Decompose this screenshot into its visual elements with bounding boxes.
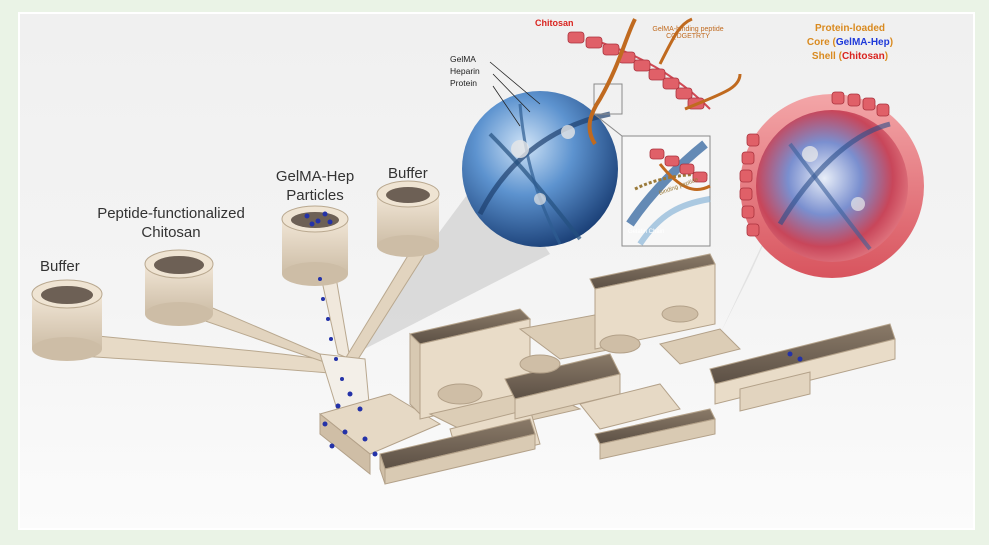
label-chitosan-inlet: Peptide-functionalized Chitosan [97,205,245,241]
peptide-binding-inset [621,135,711,247]
peptide-name: GelMA-binding peptide [652,26,724,33]
label-protein: Protein [450,78,477,88]
core-name: GelMA-Hep [835,37,890,48]
label-peptide: GelMA-binding peptide CQDGETRTY [638,26,738,40]
label-buffer-right: Buffer [388,165,428,182]
label-heparin: Heparin [450,66,480,76]
legend-shell: Shell (Chitosan) [790,50,910,64]
reservoir-buffer-left [31,279,103,361]
inlet-channels [79,243,429,420]
shell-name: Chitosan [841,51,885,62]
legend-core-shell: Protein-loaded Core (GelMA-Hep) Shell (C… [790,22,910,64]
reservoir-buffer-right [376,180,440,257]
label-buffer-left: Buffer [40,258,80,275]
reservoir-gelma-hep [281,205,349,286]
legend-core: Core (GelMA-Hep) [790,36,910,50]
gelma-hep-particles [304,211,803,457]
core-sphere [462,91,618,247]
microfluidic-diagram [31,17,924,485]
shell-prefix: Shell ( [811,51,842,62]
label-chitosan: Chitosan [535,18,574,28]
label-gelma: GelMA [450,54,476,64]
legend-line1: Protein-loaded [814,23,885,34]
figure-panel: Buffer Peptide-functionalized Chitosan G… [18,12,975,530]
chitosan-chain [567,17,742,191]
inset-connector [593,113,623,137]
reservoir-chitosan [144,249,214,326]
serpentine-mixer [318,253,896,485]
label-gelma-inlet: GelMA-Hep Particles [275,168,355,204]
shell-suffix: ) [884,51,889,62]
label-pointers [489,61,541,127]
peptide-sequence: CQDGETRTY [666,33,710,40]
core-suffix: ) [889,37,894,48]
label-gelatin-chain: Gelatin Chain [628,229,665,235]
core-prefix: Core ( [806,37,836,48]
core-shell-sphere [739,91,924,278]
